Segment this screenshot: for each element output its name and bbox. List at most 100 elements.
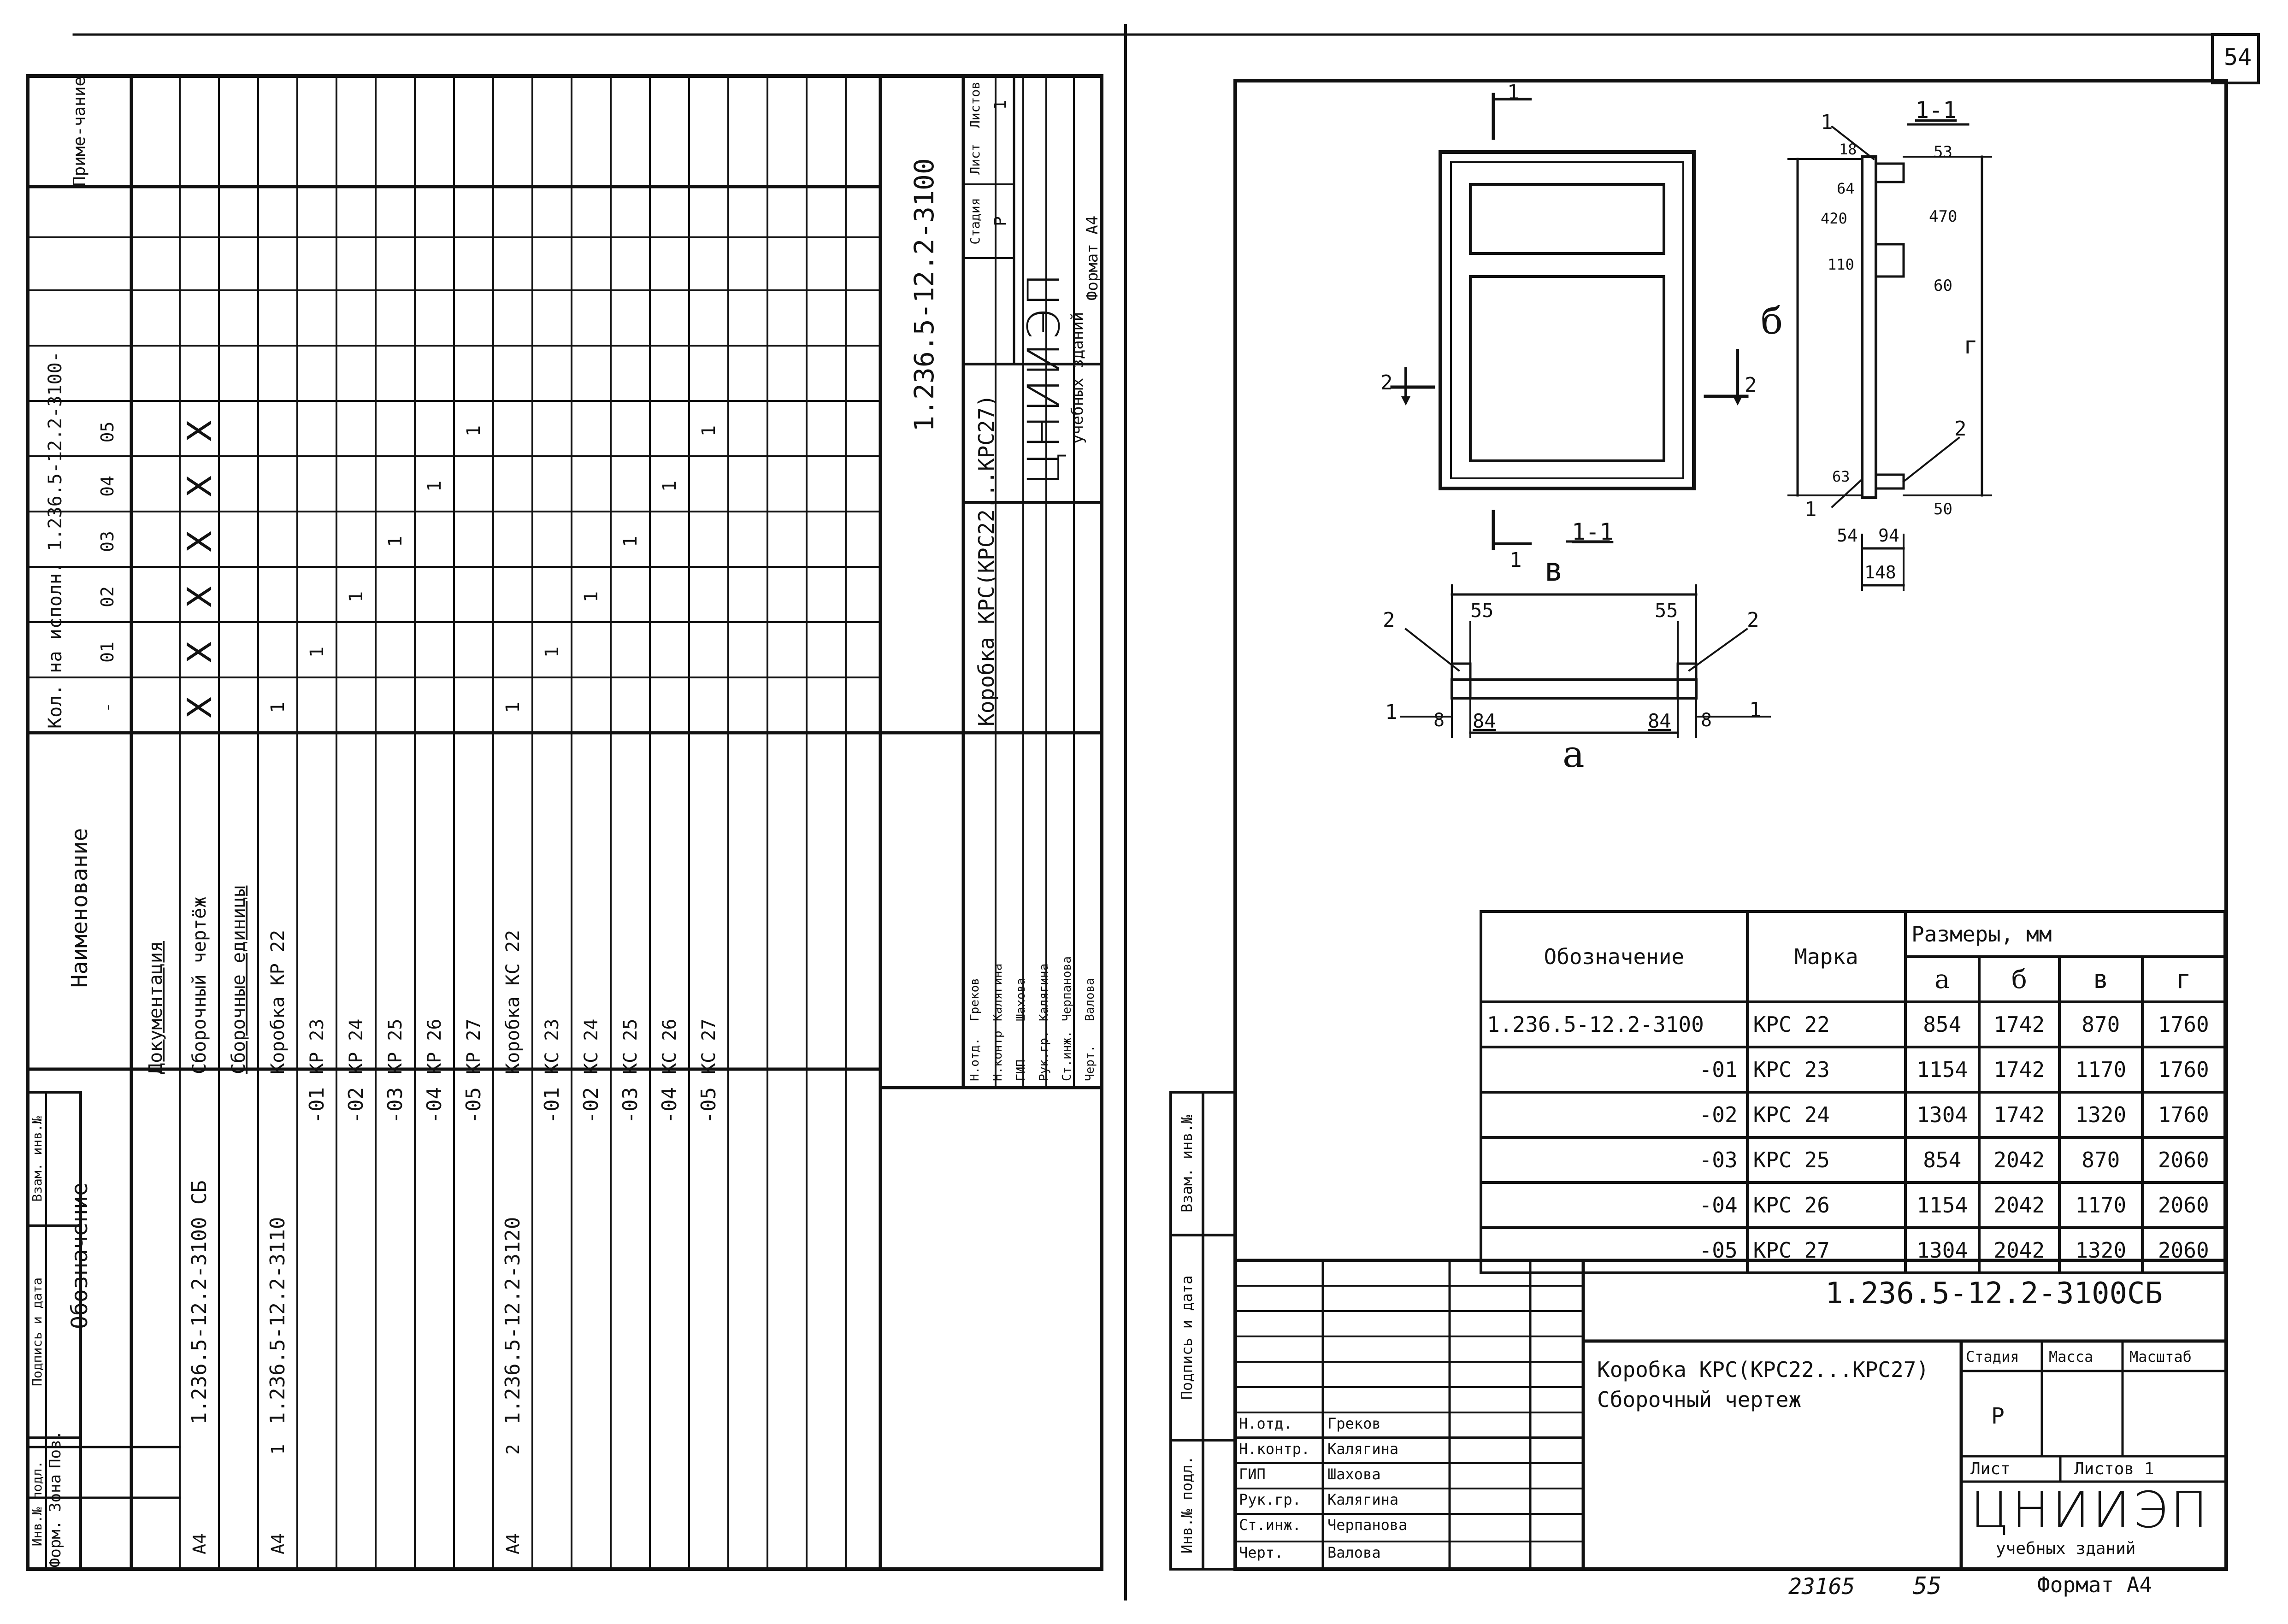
spec-row-qty bbox=[258, 403, 297, 459]
right-stamp-role: Ст.инж. bbox=[1239, 1516, 1301, 1534]
spec-row-qty bbox=[493, 459, 532, 514]
spec-row-qty: 1 bbox=[659, 480, 680, 492]
spec-row-designation bbox=[131, 1081, 180, 1431]
label-dim-55-left: 55 bbox=[1470, 599, 1494, 622]
r-strip-podpis: Подпись и дата bbox=[1178, 1275, 1196, 1400]
spec-row-qty bbox=[131, 459, 180, 514]
spec-row-qty bbox=[689, 569, 728, 624]
left-stamp-sheets-label: Листов bbox=[967, 81, 983, 129]
right-stamp-role: Рук.гр. bbox=[1239, 1491, 1301, 1508]
left-stamp-person: Калягина bbox=[991, 963, 1005, 1021]
spec-row-pos bbox=[415, 1431, 454, 1468]
right-stamp-person: Черпанова bbox=[1327, 1516, 1408, 1534]
spec-row-qty bbox=[219, 569, 258, 624]
r-strip-vzam: Взам. инв.№ bbox=[1178, 1115, 1196, 1212]
spec-row-name: КР 23 bbox=[306, 1018, 328, 1074]
spec-row-designation: -03 bbox=[383, 1087, 407, 1124]
label-leader-2-sec: 2 bbox=[1954, 417, 1967, 441]
spec-row-format bbox=[336, 1518, 376, 1569]
dimensions-cell-mark: КРС 24 bbox=[1745, 1091, 1907, 1139]
spec-row-pos bbox=[572, 1431, 611, 1468]
spec-row-qty: 1 bbox=[424, 480, 445, 492]
spec-row-qty bbox=[219, 680, 258, 735]
right-stamp-role: Черт. bbox=[1239, 1544, 1284, 1561]
spec-row-name: КР 27 bbox=[463, 1018, 484, 1074]
header-qty-per-variant: Кол. на исполн. 1.236.5-12.2-3100- bbox=[45, 351, 66, 729]
page-number: 54 bbox=[2224, 44, 2252, 71]
spec-row-qty bbox=[650, 569, 689, 624]
spec-row-qty bbox=[650, 514, 689, 569]
col-mark: Марка bbox=[1745, 910, 1907, 1003]
spec-row-qty bbox=[572, 459, 611, 514]
left-side-strip: Инв.№ подл. Подпись и дата Взам. инв.№ bbox=[28, 1092, 81, 1569]
left-stamp-role: Черт. bbox=[1083, 1045, 1097, 1081]
spec-row-pos bbox=[650, 1431, 689, 1468]
dimensions-cell-designation: 1.236.5-12.2-3100 bbox=[1480, 1000, 1749, 1048]
left-stamp-person: Валова bbox=[1083, 978, 1097, 1021]
spec-row-qty bbox=[258, 514, 297, 569]
dimensions-cell-g: 1760 bbox=[2141, 1046, 2226, 1094]
label-leader-2-left: 2 bbox=[1383, 608, 1395, 632]
spec-row-format bbox=[376, 1518, 415, 1569]
spec-row-format bbox=[689, 1518, 728, 1569]
dimensions-cell-g: 2060 bbox=[2141, 1226, 2226, 1274]
col-v: в bbox=[2058, 955, 2144, 1003]
label-sec1-top: 1 bbox=[1507, 81, 1520, 104]
spec-row-qty bbox=[611, 569, 650, 624]
label-sec2-right: 2 bbox=[1745, 373, 1757, 397]
label-dim-g: г bbox=[1964, 332, 1978, 359]
label-dim-470: 470 bbox=[1929, 207, 1958, 226]
label-dim-8-left: 8 bbox=[1433, 710, 1445, 731]
spec-row-qty bbox=[376, 459, 415, 514]
dimensions-cell-designation: -04 bbox=[1480, 1181, 1749, 1229]
spec-row-cross: X bbox=[180, 696, 219, 719]
spec-row-format bbox=[572, 1518, 611, 1569]
spec-row-qty bbox=[611, 624, 650, 680]
spec-row-qty bbox=[376, 569, 415, 624]
left-stamp-sheets: 1 bbox=[991, 100, 1010, 110]
spec-row-qty bbox=[572, 514, 611, 569]
dimensions-cell-a: 1154 bbox=[1904, 1046, 1981, 1094]
label-dim-a: а bbox=[1563, 733, 1585, 776]
left-stamp-person: Черпанова bbox=[1060, 956, 1074, 1021]
dimensions-cell-b: 1742 bbox=[1977, 1091, 2061, 1139]
spec-row-qty bbox=[650, 403, 689, 459]
spec-row-qty: 1 bbox=[698, 425, 719, 437]
label-dim-53: 53 bbox=[1934, 143, 1952, 161]
spec-row-designation: -05 bbox=[462, 1087, 485, 1124]
header-name: Наименование bbox=[66, 828, 93, 988]
spec-row-name: КС 24 bbox=[580, 1018, 602, 1074]
spec-row-qty bbox=[297, 514, 336, 569]
label-leader-2-right: 2 bbox=[1747, 608, 1759, 632]
spec-row-pos bbox=[180, 1431, 219, 1468]
right-stamp-org-sub: учебных зданий bbox=[1996, 1539, 2136, 1558]
spec-row-cross: X bbox=[180, 419, 219, 442]
spec-row-qty bbox=[454, 514, 493, 569]
spec-row-name: КС 27 bbox=[698, 1018, 719, 1074]
label-section-1-1-bottom: 1-1 bbox=[1572, 518, 1614, 545]
header-variant-5: 05 bbox=[97, 421, 118, 443]
spec-row-format bbox=[611, 1518, 650, 1569]
spec-row-qty bbox=[131, 403, 180, 459]
left-stamp-person: Греков bbox=[968, 978, 982, 1021]
spec-row-format: А4 bbox=[267, 1533, 288, 1554]
spec-row-qty bbox=[689, 459, 728, 514]
spec-row-qty bbox=[611, 680, 650, 735]
spec-row-qty bbox=[611, 459, 650, 514]
spec-row-qty bbox=[572, 624, 611, 680]
strip-vzam: Взам. инв.№ bbox=[29, 1116, 45, 1202]
right-stamp-code: 1.236.5-12.2-3100СБ bbox=[1825, 1277, 2163, 1311]
spec-row-name: КР 26 bbox=[424, 1018, 445, 1074]
left-stamp-person: Калягина bbox=[1037, 963, 1051, 1021]
spec-row-format bbox=[532, 1518, 572, 1569]
spec-row-qty bbox=[454, 624, 493, 680]
right-stamp-person: Калягина bbox=[1327, 1491, 1399, 1508]
spec-row-designation: 1.236.5-12.2-3120 bbox=[501, 1217, 525, 1424]
dimensions-cell-designation: -05 bbox=[1480, 1226, 1749, 1274]
dimensions-cell-b: 2042 bbox=[1977, 1226, 2061, 1274]
spec-row-designation: -03 bbox=[619, 1087, 642, 1124]
left-stamp-code: 1.236.5-12.2-3100 bbox=[908, 158, 940, 432]
spec-row-name: Документация bbox=[145, 941, 166, 1074]
col-designation: Обозначение bbox=[1480, 910, 1749, 1003]
